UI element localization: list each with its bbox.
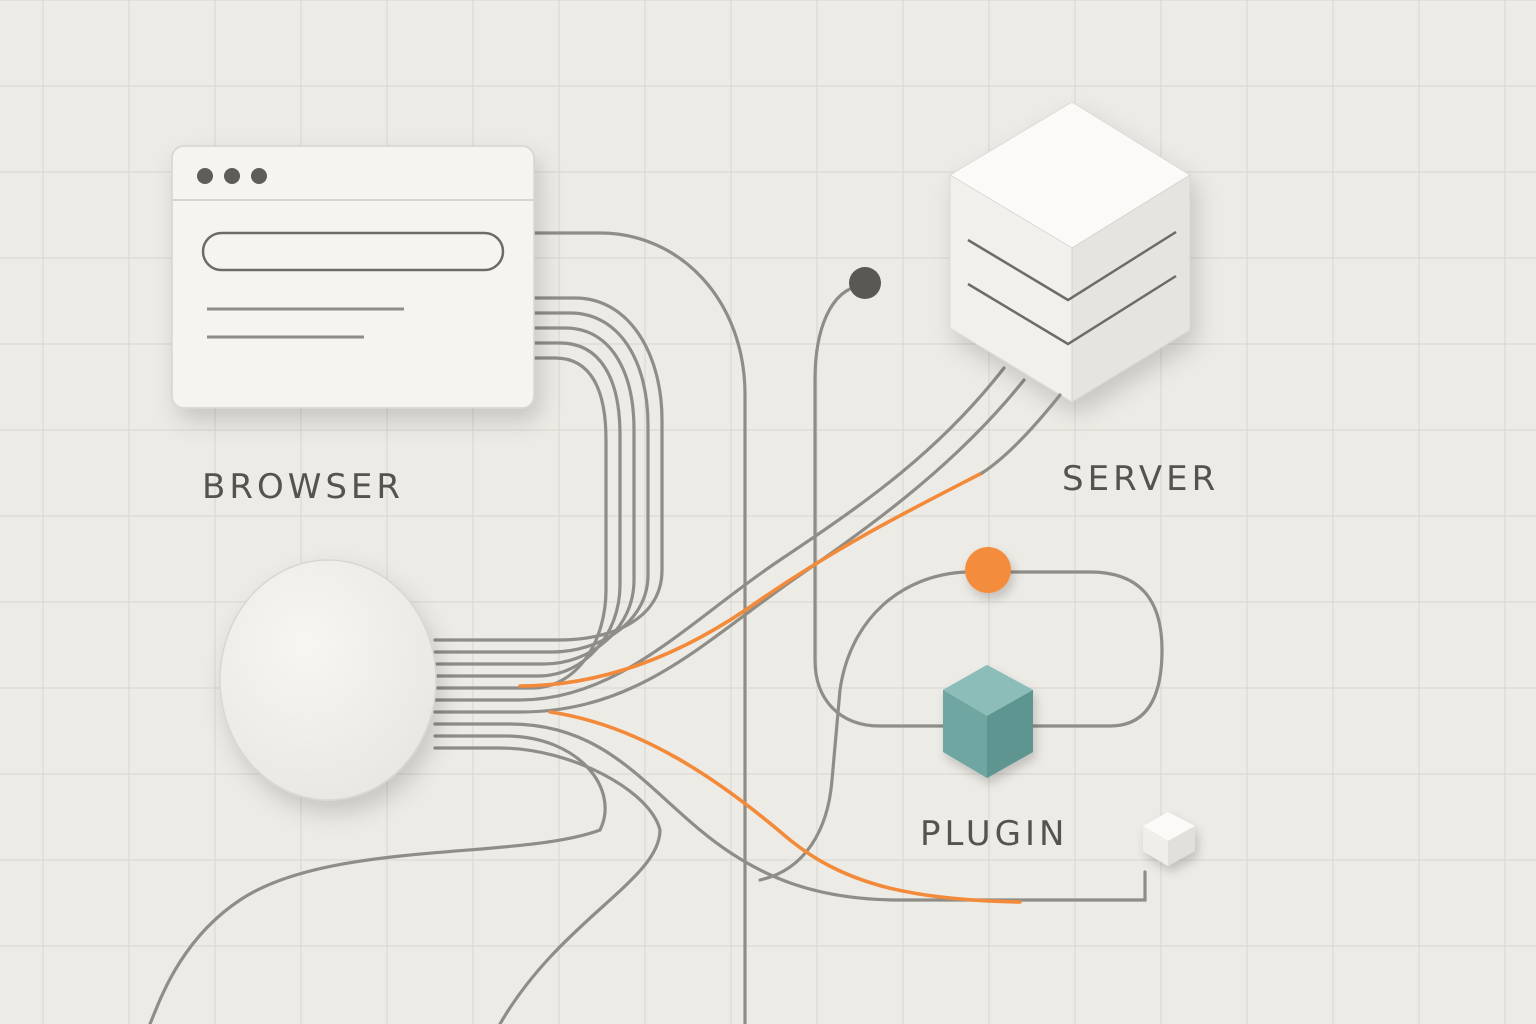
small-cube-icon — [1143, 812, 1195, 866]
accent-node-icon — [965, 547, 1011, 593]
wire — [433, 296, 664, 642]
wire — [433, 356, 608, 690]
plugin-hexagon-icon — [943, 665, 1033, 778]
wire — [433, 746, 662, 1024]
wire — [433, 722, 1147, 902]
accent-wires — [518, 471, 1022, 904]
browser-hub-wires — [433, 231, 747, 1024]
accent-wire-plugin — [548, 710, 1022, 904]
wire — [758, 570, 968, 882]
browser-window-icon — [171, 145, 535, 409]
address-bar — [201, 231, 505, 272]
wire — [433, 366, 1006, 702]
server-slot — [967, 230, 1177, 302]
wire — [433, 311, 650, 654]
window-dot-icon — [251, 168, 267, 184]
wire — [1001, 570, 1164, 728]
wire — [433, 326, 636, 666]
wire — [813, 283, 947, 728]
wire — [533, 231, 747, 1024]
hub-circle-icon — [219, 559, 437, 801]
window-dot-icon — [197, 168, 213, 184]
node-dot-icon — [849, 267, 881, 299]
server-connection — [980, 393, 1062, 475]
window-dot-icon — [224, 168, 240, 184]
wire — [980, 393, 1062, 475]
plugin-label: PLUGIN — [920, 814, 1069, 854]
browser-label: BROWSER — [202, 467, 405, 507]
server-cube-icon — [949, 101, 1191, 403]
wire — [433, 341, 622, 678]
server-label: SERVER — [1062, 459, 1220, 499]
server-slot — [967, 274, 1177, 346]
accent-wire-server — [518, 471, 984, 688]
